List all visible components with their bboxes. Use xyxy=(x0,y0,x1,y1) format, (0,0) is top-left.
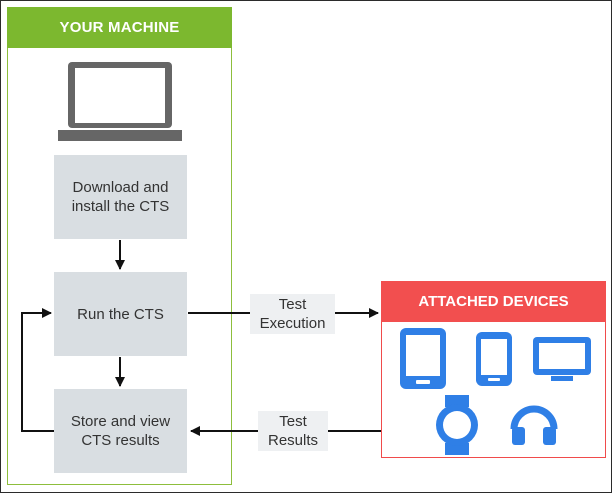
tv-icon xyxy=(533,337,591,381)
devices-header: ATTACHED DEVICES xyxy=(381,281,606,322)
test-results-label: Test Results xyxy=(258,411,328,451)
machine-header: YOUR MACHINE xyxy=(7,7,232,48)
tablet-icon xyxy=(400,328,446,389)
run-cts-step: Run the CTS xyxy=(54,272,187,356)
download-install-step: Download and install the CTS xyxy=(54,155,187,239)
laptop-icon xyxy=(58,62,182,141)
arrow-loop-store-to-run xyxy=(21,308,54,432)
phone-icon xyxy=(476,332,512,386)
watch-icon xyxy=(436,395,478,455)
test-execution-label: Test Execution xyxy=(250,294,335,334)
headphones-icon xyxy=(510,405,558,445)
store-results-step: Store and view CTS results xyxy=(54,389,187,473)
